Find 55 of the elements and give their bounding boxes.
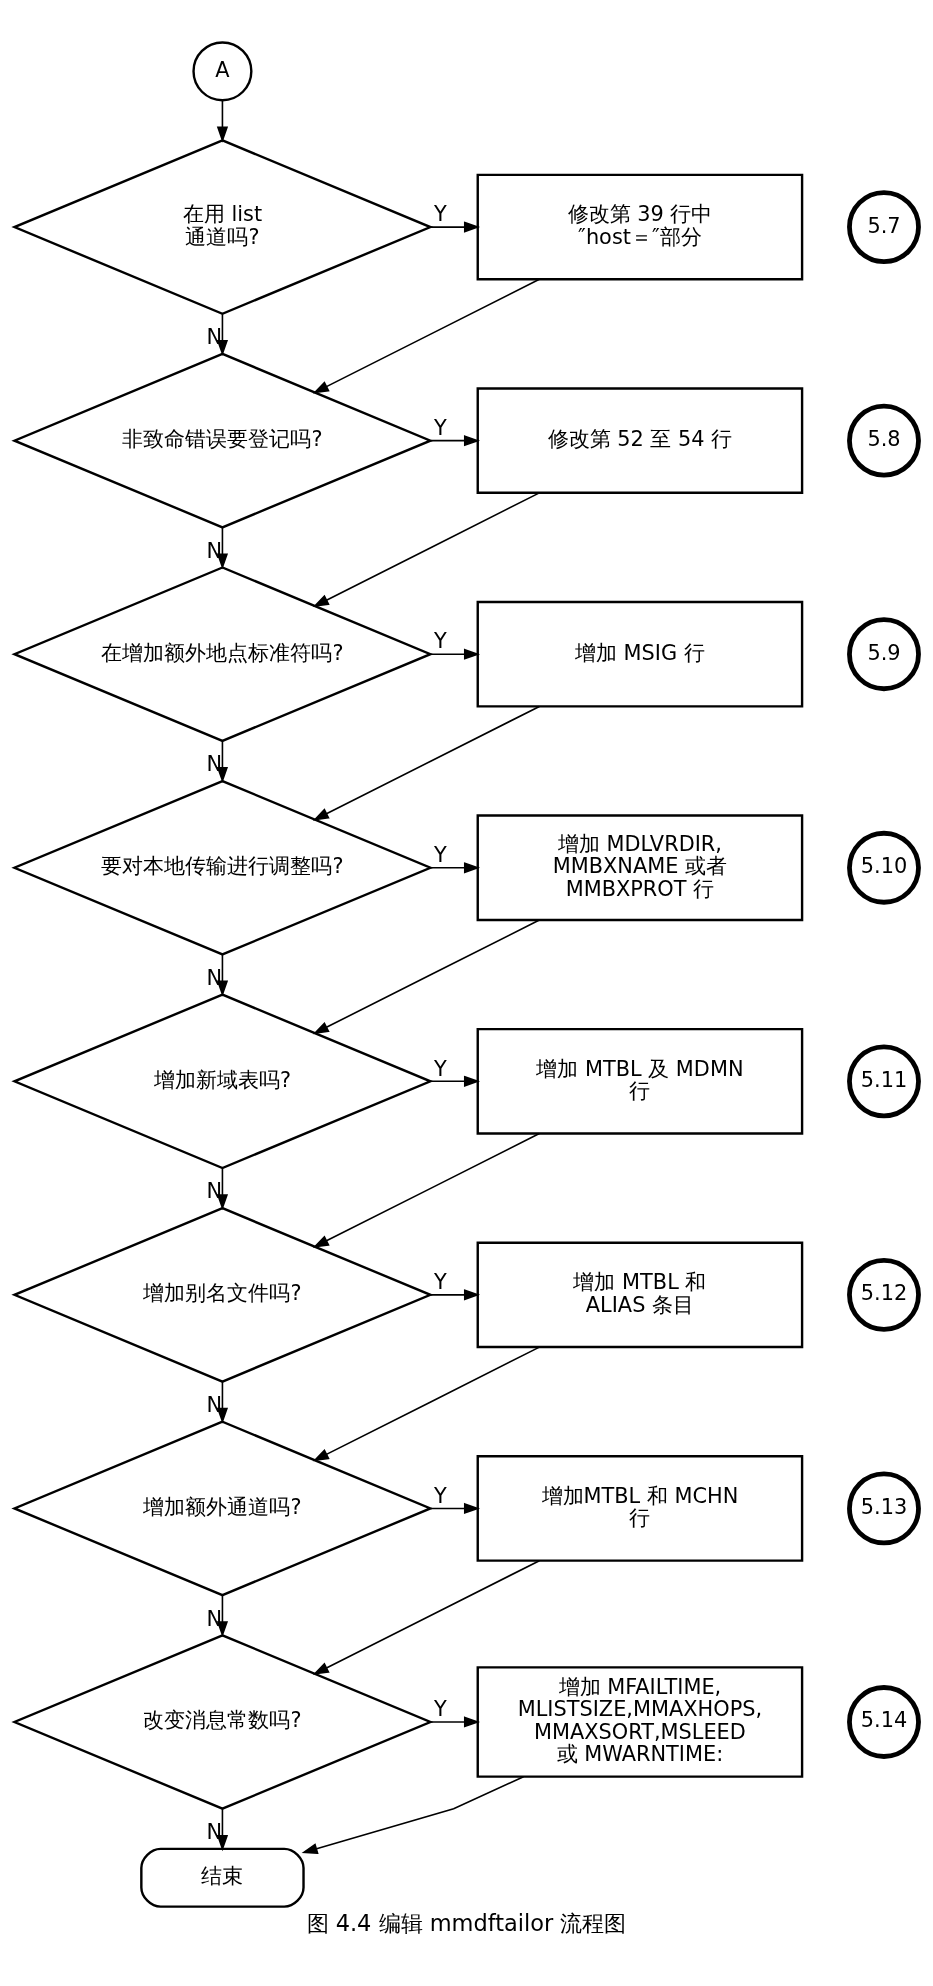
arrow xyxy=(429,1289,481,1301)
node-box: 增加MTBL 和 MCHN 行 xyxy=(476,1455,804,1562)
node-circle: 5.13 xyxy=(847,1471,921,1546)
edge-label: Y xyxy=(433,842,447,867)
arrow xyxy=(312,492,541,608)
arrow xyxy=(429,1502,481,1515)
node-circle: 5.8 xyxy=(847,403,921,478)
node-diamond: 在用 list 通道吗? xyxy=(11,139,434,316)
arrow xyxy=(429,862,481,874)
edge-label: Y xyxy=(433,202,447,227)
arrow xyxy=(429,648,481,660)
arrow xyxy=(216,1808,229,1852)
node-diamond: 要对本地传输进行调整吗? xyxy=(11,779,434,956)
arrow xyxy=(216,100,229,143)
node-circle: A xyxy=(192,41,253,102)
node-circle: 5.12 xyxy=(847,1257,921,1332)
node-diamond: 增加新域表吗? xyxy=(11,993,434,1170)
node-box: 修改第 52 至 54 行 xyxy=(476,387,804,495)
arrow xyxy=(429,435,481,447)
edge-label: Y xyxy=(433,1270,447,1295)
arrow xyxy=(429,1075,481,1087)
node-circle: 5.7 xyxy=(847,190,921,264)
arrow xyxy=(429,1716,481,1728)
edge-label: Y xyxy=(433,1056,447,1081)
arrow xyxy=(312,278,541,394)
edge-label: Y xyxy=(433,1697,447,1722)
node-diamond: 增加额外通道吗? xyxy=(11,1420,434,1597)
node-circle: 5.11 xyxy=(847,1044,921,1119)
caption: 图 4.4 编辑 mmdftailor 流程图 xyxy=(306,1910,627,1937)
node-box: 增加 MTBL 及 MDMN 行 xyxy=(476,1027,804,1135)
arrow xyxy=(312,705,541,821)
node-circle: 5.10 xyxy=(847,830,921,905)
edge-label: Y xyxy=(433,629,447,654)
node-box: 结束 xyxy=(140,1847,305,1908)
arrow xyxy=(301,1775,525,1854)
node-circle: 5.14 xyxy=(847,1685,921,1759)
arrow xyxy=(312,1132,541,1248)
node-box: 修改第 39 行中 ″host＝″部分 xyxy=(476,173,804,281)
arrow xyxy=(429,221,481,233)
node-box: 增加 MTBL 和 ALIAS 条目 xyxy=(476,1241,804,1349)
arrow xyxy=(312,919,541,1035)
node-diamond: 改变消息常数吗? xyxy=(11,1633,434,1810)
node-box: 增加 MDLVRDIR, MMBXNAME 或者 MMBXPROT 行 xyxy=(476,814,804,922)
edge-label: Y xyxy=(433,415,447,440)
arrow xyxy=(312,1346,541,1462)
node-circle: 5.9 xyxy=(847,617,921,692)
arrow xyxy=(312,1559,541,1675)
arrow xyxy=(216,1167,229,1211)
arrow xyxy=(216,527,229,570)
node-box: 增加 MSIG 行 xyxy=(476,600,804,708)
node-box: 增加 MFAILTIME, MLISTSIZE,MMAXHOPS, MMAXSORT,MSLEED 或 MWARNTIME: xyxy=(476,1666,804,1778)
node-diamond: 非致命错误要登记吗? xyxy=(11,352,434,529)
edge-label: Y xyxy=(433,1483,447,1508)
node-diamond: 在增加额外地点标准符吗? xyxy=(11,566,434,743)
node-diamond: 增加别名文件吗? xyxy=(11,1206,434,1383)
